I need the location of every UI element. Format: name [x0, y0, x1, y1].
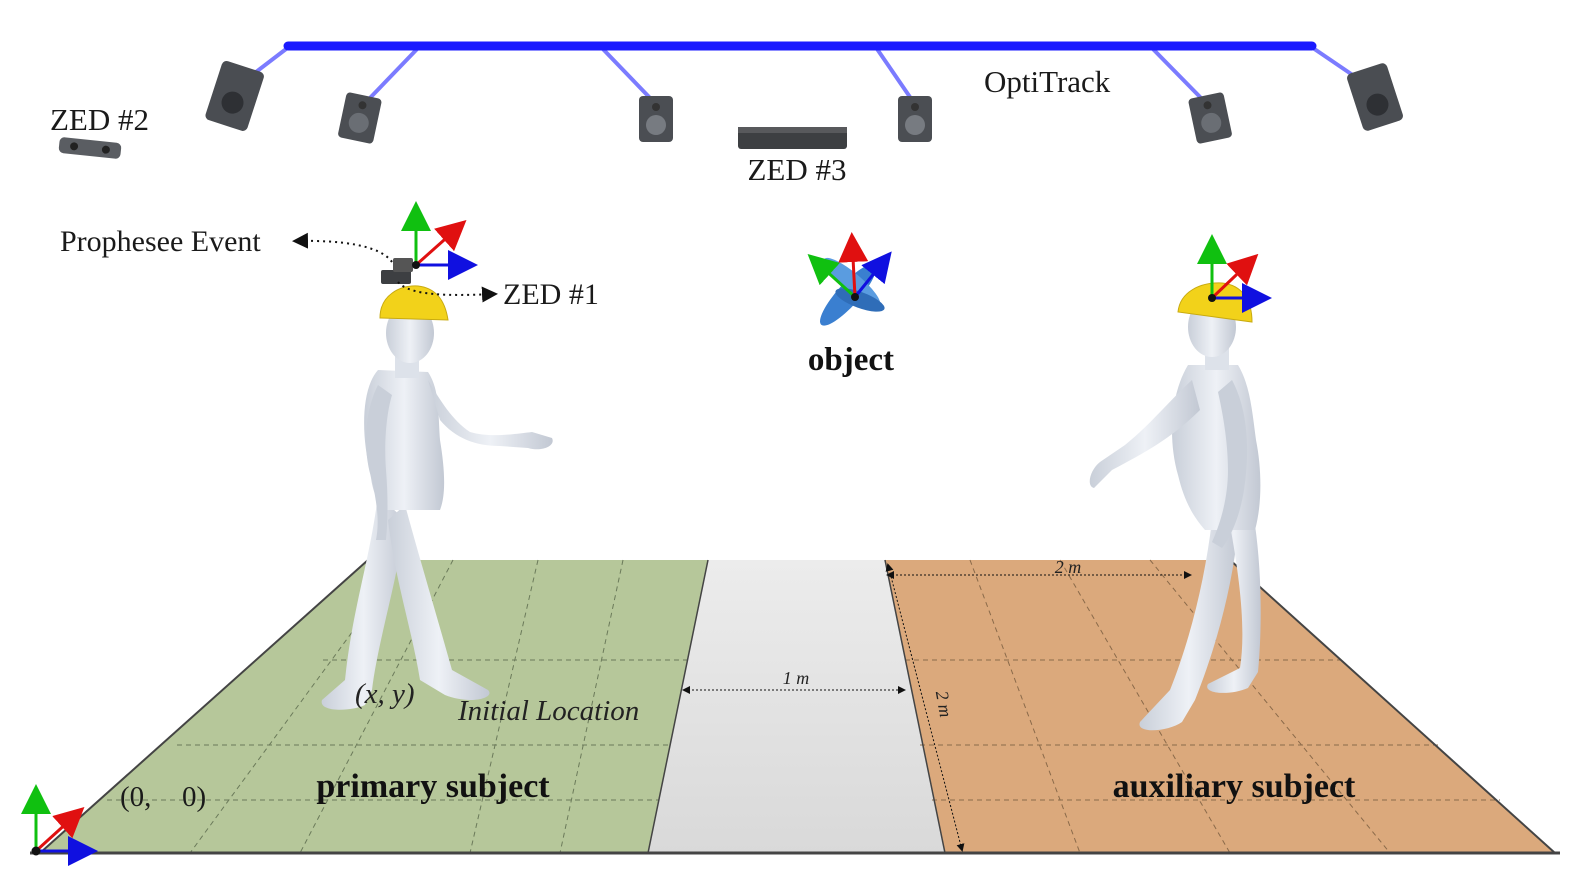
prophesee-label: Prophesee Event [60, 225, 261, 258]
orange-grid [905, 559, 1500, 854]
optitrack-rig: OptiTrack [205, 41, 1403, 144]
optitrack-camera [205, 60, 264, 131]
zed2-camera: ZED #2 [50, 102, 149, 159]
zed1-label: ZED #1 [503, 278, 599, 311]
optitrack-camera [1188, 92, 1232, 144]
dimension-2m-side: 2 m [885, 563, 965, 852]
prophesee-callout: Prophesee Event [60, 225, 393, 263]
initial-location-label: Initial Location [457, 695, 639, 727]
zed3-camera: ZED #3 [738, 127, 847, 187]
primary-subject-figure [321, 258, 553, 710]
dim-2m-side-label: 2 m [932, 689, 956, 719]
auxiliary-subject-figure [1089, 282, 1261, 731]
world-origin-axes [21, 784, 98, 866]
optitrack-label: OptiTrack [984, 64, 1111, 99]
origin-x-label: (0, [120, 781, 151, 813]
optitrack-camera [639, 96, 673, 142]
zed2-label: ZED #2 [50, 102, 149, 137]
object-marker: object [807, 232, 894, 378]
zed3-label: ZED #3 [747, 152, 846, 187]
optitrack-camera [898, 96, 932, 142]
origin-y-label: 0) [182, 781, 206, 813]
walkway-area [648, 560, 945, 853]
optitrack-camera [338, 92, 382, 144]
auxiliary-subject-frame-axes [1197, 234, 1272, 313]
object-label: object [808, 342, 894, 378]
zed1-callout: ZED #1 [397, 278, 599, 311]
floor [30, 559, 1560, 855]
rig-mounts [250, 44, 1362, 102]
auxiliary-subject-label: auxiliary subject [1113, 768, 1356, 805]
primary-subject-frame-axes [401, 201, 478, 280]
dim-2m-top-label: 2 m [1055, 557, 1082, 577]
optitrack-camera [1347, 63, 1403, 131]
dimension-2m-top: 2 m [886, 557, 1192, 579]
primary-subject-area [40, 560, 708, 853]
initial-position-label: (x, y) [355, 678, 415, 710]
primary-subject-label: primary subject [316, 768, 550, 805]
dimension-1m: 1 m [682, 668, 906, 694]
dim-1m-label: 1 m [783, 668, 810, 688]
